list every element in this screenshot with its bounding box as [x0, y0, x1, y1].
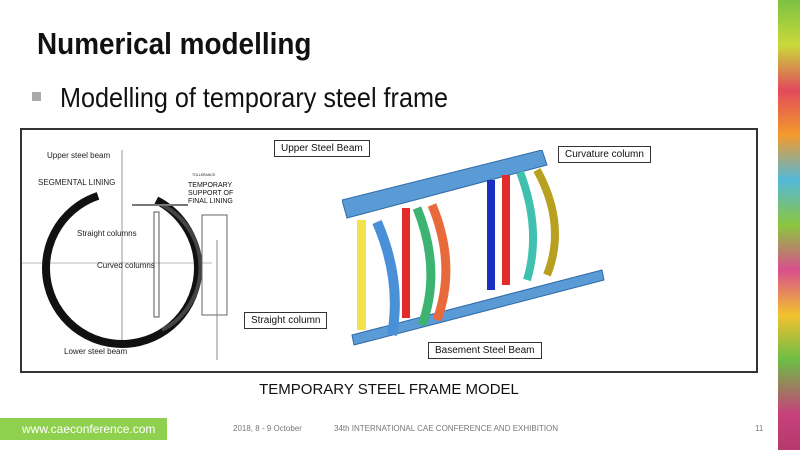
drawing-label: Curved columns [97, 261, 155, 270]
label-straight-column: Straight column [244, 312, 328, 329]
drawing-label-temporary-support: TEMPORARY SUPPORT OF FINAL LINING [188, 182, 250, 207]
cad-drawing: Upper steel beam SEGMENTAL LINING Straig… [22, 150, 228, 360]
footer-url-link[interactable]: www.caeconference.com [0, 418, 167, 440]
drawing-label: Lower steel beam [64, 347, 127, 356]
3d-frame-model [342, 150, 605, 346]
figure-caption: TEMPORARY STEEL FRAME MODEL [259, 381, 519, 398]
drawing-label: Upper steel beam [47, 151, 110, 160]
label-upper-steel-beam: Upper Steel Beam [274, 140, 370, 157]
page-number: 11 [755, 424, 764, 433]
footer-event: 34th INTERNATIONAL CAE CONFERENCE AND EX… [334, 424, 559, 433]
slide-title: Numerical modelling [37, 26, 312, 61]
drawing-label: TOLLERANCE [192, 173, 216, 177]
drawing-label: Straight columns [77, 229, 137, 238]
drawing-label: SEGMENTAL LINING [38, 178, 115, 187]
label-curvature-column: Curvature column [558, 146, 651, 163]
figure-frame: Upper steel beam SEGMENTAL LINING Straig… [20, 128, 758, 373]
bullet-text: Modelling of temporary steel frame [60, 82, 448, 113]
decorative-mosaic-strip [778, 0, 800, 450]
bullet-icon [32, 92, 41, 101]
footer-date: 2018, 8 - 9 October [233, 424, 302, 433]
label-basement-steel-beam: Basement Steel Beam [428, 342, 542, 359]
